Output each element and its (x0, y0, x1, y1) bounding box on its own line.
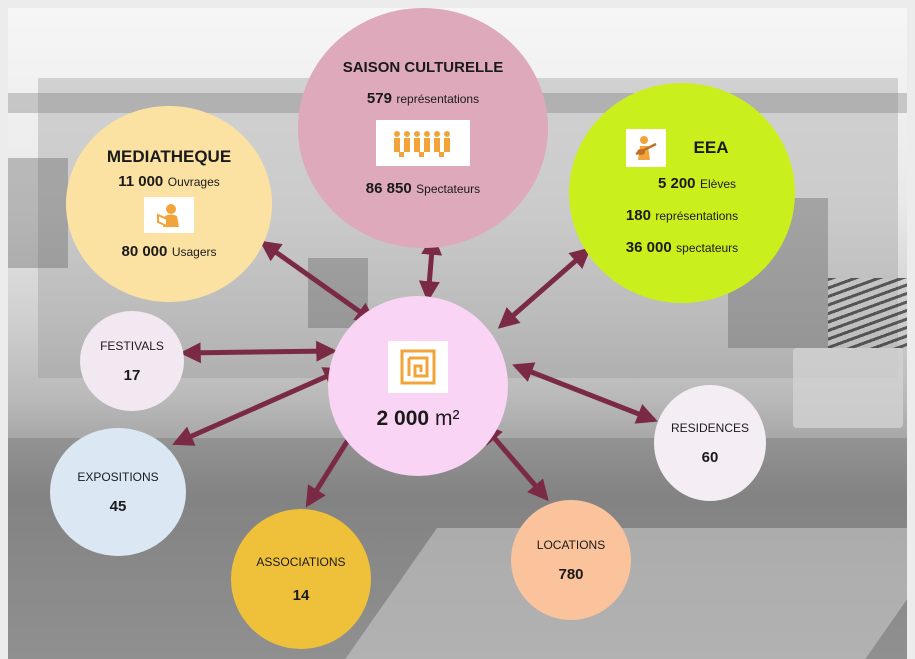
background-planter (793, 348, 903, 428)
connector-arrows (172, 233, 658, 508)
background-window (8, 158, 68, 268)
background-stairs (828, 278, 907, 348)
saison-spectators: 86 850 Spectateurs (366, 180, 480, 198)
mediatheque-title: MEDIATHEQUE (106, 147, 232, 166)
arrow-locations (481, 422, 549, 502)
associations-circle: ASSOCIATIONS 14 (231, 509, 371, 649)
locations-circle: LOCATIONS 780 (511, 500, 631, 620)
residences-value: 60 (701, 448, 719, 466)
mediatheque-books-label: Ouvrages (167, 175, 220, 189)
eea-circle: EEA 5 200 Elèves 180 représentations 36 … (569, 83, 795, 303)
eea-students-value: 5 200 (657, 175, 696, 192)
festivals-value: 17 (123, 366, 141, 384)
eea-spectators-label: spectateurs (676, 241, 739, 255)
hub-area-unit: m² (434, 407, 460, 430)
hub-area: 2 000 m² (377, 407, 460, 431)
hub-circle: 2 000 m² (328, 296, 508, 476)
expositions-circle: EXPOSITIONS 45 (50, 428, 186, 556)
arrow-mediatheque (259, 240, 377, 324)
infographic-canvas: 2 000 m² MEDIATHEQUE 11 000 Ouvrages 80 … (8, 8, 907, 659)
audience-icon (376, 119, 470, 166)
arrow-residences (512, 362, 658, 424)
eea-students-label: Elèves (699, 177, 737, 191)
saison-shows-label: représentations (396, 91, 480, 106)
saison-shows: 579 représentations (367, 90, 479, 108)
saison-shows-value: 579 (366, 89, 392, 107)
festivals-circle: FESTIVALS 17 (80, 311, 184, 411)
eea-shows-value: 180 (625, 207, 651, 224)
saison-spectators-label: Spectateurs (416, 181, 481, 196)
arrow-eea (497, 247, 592, 329)
arrow-saison (418, 233, 443, 303)
saison-title: SAISON CULTURELLE (342, 58, 504, 76)
eea-shows-label: représentations (655, 209, 739, 223)
mediatheque-books: 11 000 Ouvrages (118, 173, 220, 191)
residences-circle: RESIDENCES 60 (654, 385, 766, 501)
reader-icon (144, 197, 194, 233)
eea-header: EEA (625, 129, 729, 167)
eea-title: EEA (693, 138, 729, 157)
associations-value: 14 (292, 586, 310, 604)
locations-title: LOCATIONS (536, 537, 606, 552)
maze-logo-icon (388, 341, 448, 393)
locations-value: 780 (558, 565, 584, 583)
hub-area-value: 2 000 (376, 407, 430, 430)
eea-shows: 180 représentations (626, 207, 738, 225)
arrow-expositions (172, 367, 345, 446)
mediatheque-circle: MEDIATHEQUE 11 000 Ouvrages 80 000 Usage… (66, 106, 272, 302)
arrow-festivals (179, 340, 338, 364)
expositions-value: 45 (109, 497, 127, 515)
residences-title: RESIDENCES (670, 420, 750, 435)
saison-spectators-value: 86 850 (365, 179, 412, 197)
mediatheque-users-label: Usagers (171, 245, 217, 259)
festivals-title: FESTIVALS (100, 338, 164, 353)
mediatheque-books-value: 11 000 (118, 173, 164, 190)
eea-spectators: 36 000 spectateurs (626, 239, 738, 257)
mediatheque-users-value: 80 000 (121, 243, 168, 260)
guitarist-icon (625, 129, 666, 167)
associations-title: ASSOCIATIONS (256, 554, 346, 569)
eea-students: 5 200 Elèves (658, 175, 736, 193)
mediatheque-users: 80 000 Usagers (121, 243, 216, 261)
eea-spectators-value: 36 000 (625, 239, 672, 256)
expositions-title: EXPOSITIONS (77, 469, 159, 484)
saison-culturelle-circle: SAISON CULTURELLE 579 représentations 86… (298, 8, 548, 248)
